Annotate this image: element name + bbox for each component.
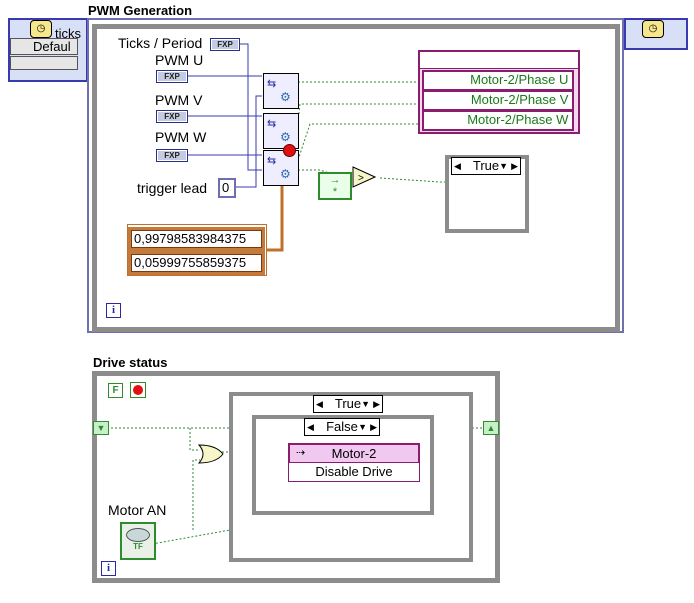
phase-channel-w[interactable]: Motor-2/Phase W [422, 110, 574, 131]
fpga-io-node[interactable]: Motor-2/Phase U Motor-2/Phase V Motor-2/… [418, 50, 580, 134]
greater-than-icon[interactable]: > [352, 166, 377, 188]
pwm-u-label: PWM U [155, 52, 204, 68]
ticks-label: ticks [55, 26, 81, 41]
trigger-lead-label: trigger lead [137, 180, 208, 196]
chevron-down-icon[interactable]: ▼ [499, 161, 508, 171]
local-variable-node[interactable]: →* [318, 172, 352, 200]
array-constant[interactable]: 0,99798583984375 0,05999755859375 [127, 224, 267, 276]
case-selector-outer[interactable]: ◀ True ▼ ▶ [313, 395, 383, 413]
info-icon-drive[interactable]: i [101, 561, 116, 576]
pwm-subvi-u[interactable]: ⇆ ⚙ [263, 73, 299, 109]
phase-channel-v[interactable]: Motor-2/Phase V [422, 90, 574, 111]
wire-to-or [189, 428, 200, 451]
drive-property[interactable]: Disable Drive [315, 464, 393, 479]
wire-phase-w [297, 123, 420, 161]
wire-motor-an-or [192, 459, 200, 530]
gear-icon: ⚙ [280, 130, 291, 144]
svg-text:>: > [358, 173, 364, 184]
error-indicator-icon [283, 144, 296, 157]
pwm-wave-icon: ⇆ [267, 155, 277, 167]
chevron-down-icon[interactable]: ▼ [358, 422, 367, 432]
array-element-0[interactable]: 0,99798583984375 [128, 227, 265, 251]
case-selector-pwm[interactable]: ◀ True ▼ ▶ [451, 157, 521, 175]
clock-icon: ◷ [30, 20, 52, 38]
gear-icon: ⚙ [280, 167, 291, 181]
shift-register-right[interactable]: ▲ [483, 421, 499, 435]
trigger-lead-constant[interactable]: 0 [218, 178, 236, 198]
ticks-period-label: Ticks / Period [118, 35, 203, 51]
array-element-1[interactable]: 0,05999755859375 [128, 251, 265, 275]
fpga-io-header [420, 52, 578, 69]
default-field[interactable]: Defaul [10, 38, 78, 55]
motor-an-label: Motor AN [108, 502, 167, 518]
pwm-wave-icon: ⇆ [267, 118, 277, 130]
tf-tag: TF [133, 542, 143, 551]
chevron-left-icon[interactable]: ◀ [316, 399, 323, 409]
pwm-v-label: PWM V [155, 92, 203, 108]
or-gate-icon[interactable] [197, 444, 224, 464]
pwm-wave-icon: ⇆ [267, 78, 277, 90]
chevron-left-icon[interactable]: ◀ [307, 422, 314, 432]
drive-property-node[interactable]: ⇢ Motor-2 Disable Drive [288, 443, 420, 482]
clock-icon-right: ◷ [642, 20, 664, 38]
fxp-ticks-period[interactable]: FXP [210, 38, 240, 51]
chevron-down-icon[interactable]: ▼ [361, 399, 370, 409]
case-selector-inner[interactable]: ◀ False ▼ ▶ [304, 418, 380, 436]
pwm-w-label: PWM W [155, 129, 207, 145]
drive-module-ref[interactable]: ⇢ Motor-2 [289, 444, 419, 463]
wire-motor-an [151, 529, 231, 545]
wire-error [298, 169, 351, 181]
wire-trigger-lead [236, 95, 262, 188]
wire-ticks-period [240, 43, 262, 171]
shift-register-left[interactable]: ▼ [93, 421, 109, 435]
stop-button-icon[interactable] [130, 382, 146, 398]
pwm-subvi-v[interactable]: ⇆ ⚙ [263, 113, 299, 149]
stop-dot-icon [133, 385, 143, 395]
pwm-subvi-w[interactable]: ⇆ ⚙ [263, 150, 299, 186]
case-structure-pwm[interactable]: ◀ True ▼ ▶ [445, 155, 529, 233]
chevron-right-icon[interactable]: ▶ [511, 161, 518, 171]
chevron-right-icon[interactable]: ▶ [370, 422, 377, 432]
led-icon [126, 528, 150, 542]
arrow-right-icon: ⇢ [296, 447, 306, 459]
drive-status-title: Drive status [93, 355, 168, 370]
wire-array [266, 175, 284, 252]
chevron-left-icon[interactable]: ◀ [454, 161, 461, 171]
timed-loop-config-field[interactable] [10, 56, 78, 70]
fxp-pwm-v[interactable]: FXP [156, 110, 188, 123]
fxp-pwm-u[interactable]: FXP [156, 70, 188, 83]
info-icon-pwm[interactable]: i [106, 303, 121, 318]
pwm-generation-title: PWM Generation [88, 3, 193, 18]
chevron-right-icon[interactable]: ▶ [373, 399, 380, 409]
stop-constant[interactable]: F [108, 383, 123, 398]
gear-icon: ⚙ [280, 90, 291, 104]
motor-an-indicator[interactable]: TF [120, 522, 156, 560]
fxp-pwm-w[interactable]: FXP [156, 149, 188, 162]
default-label: Defaul [33, 39, 71, 54]
